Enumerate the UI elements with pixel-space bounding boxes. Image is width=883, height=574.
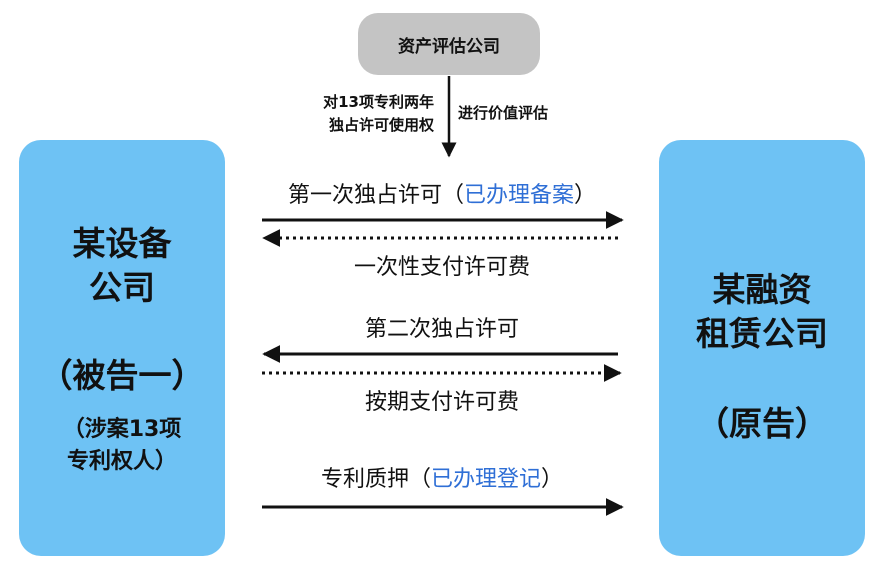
evaluation-right-note: 进行价值评估 [458, 104, 549, 122]
asset-appraisal-company-node: 资产评估公司 [358, 13, 540, 75]
pledge-suffix: ） [541, 467, 564, 492]
left-party-name-line2: 公司 [89, 268, 155, 307]
pledge-label: 专利质押（已办理登记） [262, 465, 622, 495]
one-time-fee-label: 一次性支付许可费 [353, 255, 530, 280]
left-party-name-line1: 某设备 [72, 224, 172, 263]
left-party-name: 某设备 公司 [73, 222, 172, 310]
evaluation-left-note-line2: 独占许可使用权 [328, 116, 434, 134]
pledge-status: 已办理登记 [430, 467, 541, 492]
left-party-note: （涉案13项 专利权人） [63, 414, 182, 478]
first-license-label: 第一次独占许可（已办理备案） [262, 181, 622, 211]
evaluation-left-note-line1: 对13项专利两年 [323, 93, 434, 111]
left-party-role: （被告一） [39, 356, 205, 395]
defendant-equipment-company-box: 某设备 公司 （被告一） （涉案13项 专利权人） [19, 140, 225, 556]
right-party-name-line2: 租赁公司 [696, 314, 828, 353]
plaintiff-leasing-company-box: 某融资 租赁公司 （原告） [659, 140, 865, 556]
pledge-text: 专利质押（ [320, 467, 431, 492]
evaluation-left-note: 对13项专利两年 独占许可使用权 [264, 91, 434, 137]
right-party-name: 某融资 租赁公司 [696, 268, 828, 356]
periodic-fee-label: 按期支付许可费 [364, 390, 519, 415]
right-party-role: （原告） [696, 404, 828, 443]
right-party-name-line1: 某融资 [712, 270, 812, 309]
second-license-label: 第二次独占许可 [364, 317, 519, 342]
first-license-suffix: ） [574, 183, 597, 208]
left-party-note-line1: （涉案13项 [62, 417, 182, 442]
top-node-label: 资产评估公司 [398, 36, 500, 57]
left-party-note-line2: 专利权人） [66, 449, 177, 474]
first-license-status: 已办理备案 [463, 183, 574, 208]
first-license-text: 第一次独占许可（ [287, 183, 464, 208]
